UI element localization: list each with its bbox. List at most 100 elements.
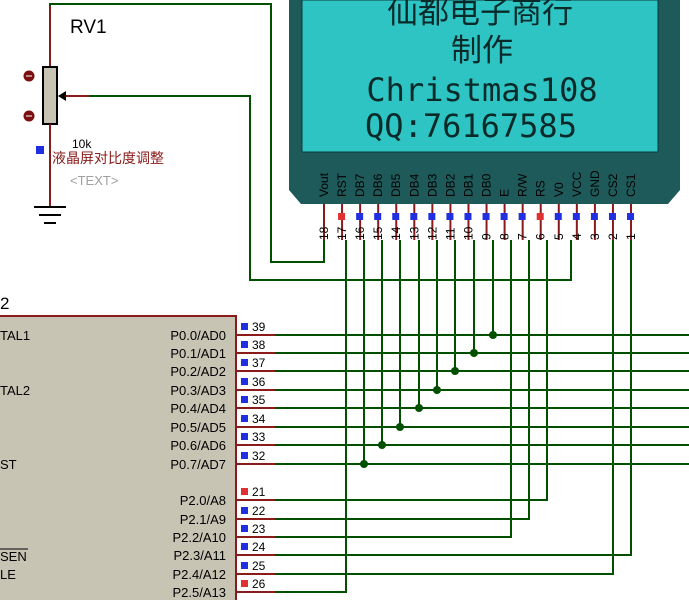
lcd-pin-marker: [590, 213, 598, 220]
mcu-chip[interactable]: 2 TAL1 TAL2 ST SEN LE P0.0/AD039P0.1/AD1…: [0, 294, 275, 600]
mcu-pin-name: P0.5/AD5: [170, 420, 226, 435]
lcd-pin-name: DB6: [371, 173, 385, 197]
mcu-pin-marker: [241, 396, 248, 403]
pot-body: [42, 66, 58, 125]
pot-wires: [49, 3, 572, 281]
mcu-pin-name: P2.5/A13: [173, 585, 227, 600]
lcd-pin-name: Vout: [317, 172, 331, 197]
mcu-pin[interactable]: P0.0/AD0 39: [170, 320, 275, 343]
mcu-pin-marker: [241, 580, 248, 587]
lcd-pin-name: DB2: [443, 173, 457, 197]
mcu-pin-number: 35: [252, 393, 266, 407]
pot-ref-label: RV1: [70, 17, 107, 38]
lcd-pin[interactable]: DB2 11: [443, 173, 457, 240]
lcd-pin-number: 1: [624, 233, 638, 240]
lcd-pin[interactable]: DB5 14: [389, 173, 403, 240]
wire-rw-p21: [275, 240, 530, 520]
lcd-pin-number: 8: [498, 233, 512, 240]
lcd-line-3: Christmas108: [366, 71, 597, 109]
lcd-pin-number: 13: [407, 226, 421, 240]
mcu-pin[interactable]: P0.5/AD5 34: [170, 412, 275, 435]
mcu-pin-name: P2.0/A8: [180, 493, 226, 508]
mcu-pin-marker: [241, 341, 248, 348]
mcu-pin-number: 39: [252, 320, 266, 334]
lcd-pin-marker: [428, 213, 436, 220]
lcd-pin-marker: [500, 213, 508, 220]
lcd-pin-number: 10: [461, 226, 475, 240]
lcd-pin-number: 6: [534, 233, 548, 240]
pot-blue-pin-marker: [36, 146, 44, 154]
mcu-left-label-5: LE: [0, 567, 16, 582]
lcd-pin[interactable]: E8: [498, 189, 512, 240]
wire-cs1-p23: [275, 240, 632, 556]
mcu-pin[interactable]: P2.4/A12 25: [173, 559, 276, 582]
mcu-pin-name: P0.0/AD0: [170, 328, 226, 343]
potentiometer-rv1[interactable]: RV1 10k 液晶屏对比度调整 <TEXT>: [23, 6, 165, 224]
lcd-pin-number: 7: [516, 233, 530, 240]
lcd-screen: [301, 0, 659, 153]
lcd-pin-name: DB7: [353, 173, 367, 197]
lcd-pin-number: 15: [371, 226, 385, 240]
mcu-pin-group: P0.0/AD0 39P0.1/AD138P0.2/AD237P0.3/AD336…: [170, 320, 275, 600]
mcu-pin-name: P0.7/AD7: [170, 457, 226, 472]
lcd-line-1: 仙都电子商行: [387, 0, 573, 31]
mcu-pin-marker: [241, 433, 248, 440]
lcd-pin-marker: [518, 213, 526, 220]
lcd-pin[interactable]: R/W7: [516, 173, 530, 240]
mcu-pin[interactable]: P2.5/A13 26: [173, 577, 276, 600]
mcu-pin-name: P0.6/AD6: [170, 438, 226, 453]
mcu-left-label-2: TAL2: [0, 383, 30, 398]
mcu-pin-number: 25: [252, 559, 266, 573]
lcd-pin-marker: [374, 213, 382, 220]
pot-value-label: 10k: [72, 137, 92, 151]
lcd-pin-marker: [572, 213, 580, 220]
mcu-pin-number: 32: [252, 449, 266, 463]
lcd-module[interactable]: 仙都电子商行 制作 Christmas108 QQ:76167585 Vout1…: [289, 0, 680, 240]
ground-icon: [34, 206, 66, 224]
lcd-pin-name: V0: [552, 182, 566, 197]
lcd-line-2: 制作: [451, 33, 513, 69]
lcd-pin-number: 11: [443, 227, 457, 240]
mcu-pin-number: 34: [252, 412, 266, 426]
mcu-pin-name: P2.4/A12: [173, 567, 227, 582]
mcu-pin-marker: [241, 378, 248, 385]
lcd-pin-marker: [338, 213, 346, 220]
lcd-pin-number: 16: [353, 226, 367, 240]
lcd-pin-name: VCC: [570, 171, 584, 197]
mcu-pin[interactable]: P0.7/AD7 32: [170, 449, 275, 472]
lcd-pin-name: DB5: [389, 173, 403, 197]
lcd-pin-name: E: [498, 189, 512, 197]
mcu-left-label-4: SEN: [0, 549, 27, 564]
lcd-pin[interactable]: DB7 16: [353, 173, 367, 240]
lcd-pin-number: 14: [389, 226, 403, 240]
mcu-pin-number: 36: [252, 375, 266, 389]
mcu-body: [0, 315, 237, 600]
lcd-pin[interactable]: RS6: [534, 180, 548, 240]
wire-rs-p20: [275, 240, 548, 501]
lcd-pin[interactable]: DB6 15: [371, 173, 385, 240]
mcu-left-label-3: ST: [0, 457, 17, 472]
mcu-pin-marker: [241, 359, 248, 366]
mcu-pin-marker: [241, 323, 248, 330]
mcu-pin-number: 26: [252, 577, 266, 591]
lcd-pin[interactable]: V05: [552, 182, 566, 240]
